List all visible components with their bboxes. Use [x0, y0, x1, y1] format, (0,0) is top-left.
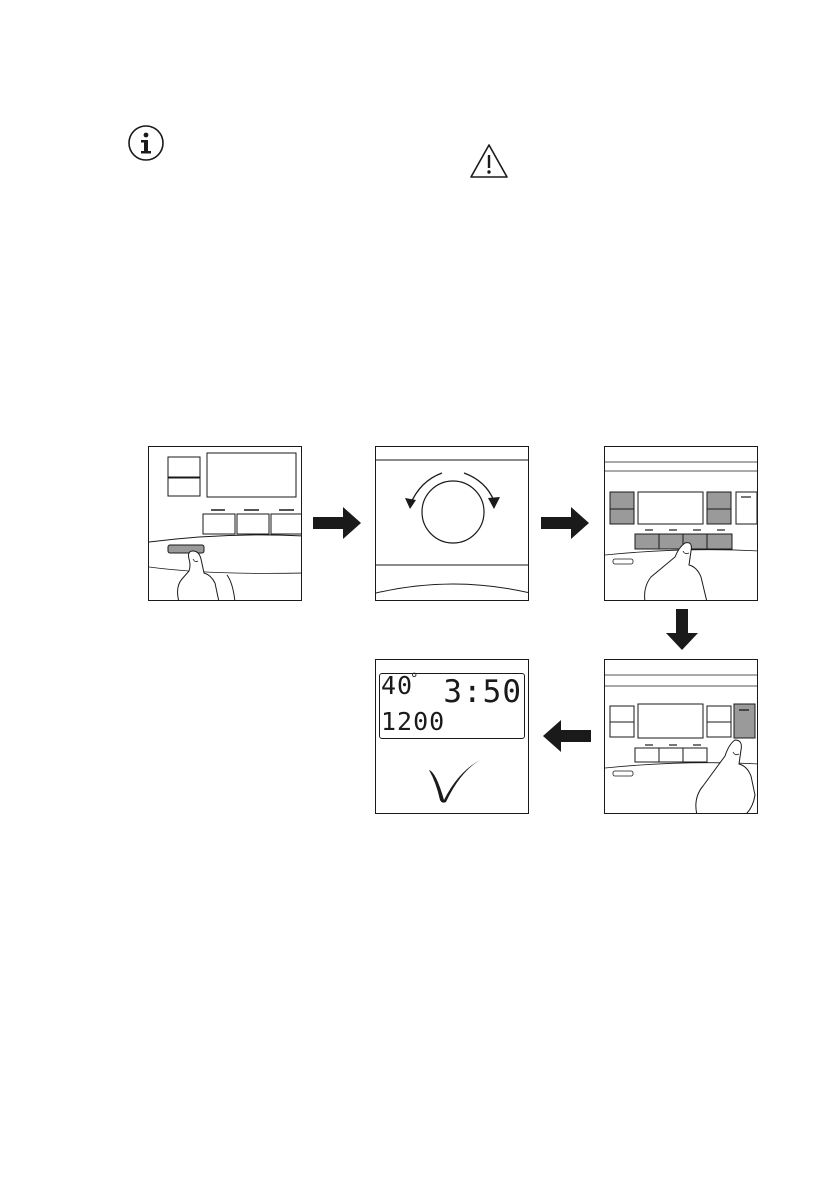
- warning-icon: [468, 142, 510, 180]
- lcd-display: 40 ° 3:50 1200: [379, 673, 525, 739]
- arrow-right-icon: [313, 505, 363, 541]
- temperature-readout: 40: [381, 672, 413, 700]
- step1-panel: [148, 446, 302, 601]
- step2-panel: [375, 446, 529, 601]
- finger-icon: [178, 551, 235, 601]
- step4-panel: [604, 659, 758, 814]
- spin-readout: 1200: [381, 708, 445, 736]
- finger-icon: [696, 740, 755, 814]
- arrow-down-icon: [664, 609, 700, 651]
- dial-knob-icon: [422, 481, 484, 543]
- degree-symbol: °: [410, 671, 419, 687]
- check-icon: [429, 760, 480, 803]
- info-icon: [127, 124, 165, 162]
- step5-panel: 40 ° 3:50 1200: [375, 659, 529, 814]
- arrow-left-icon: [541, 718, 591, 754]
- arrow-right-icon: [541, 505, 591, 541]
- time-readout: 3:50: [443, 675, 522, 709]
- step3-panel: [604, 446, 758, 601]
